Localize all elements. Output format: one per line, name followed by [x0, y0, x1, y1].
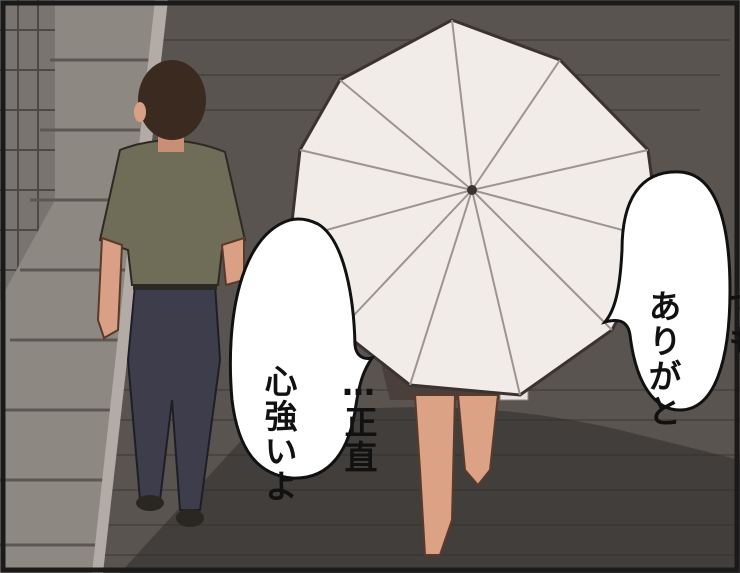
speech-line-left-1: …正直	[339, 364, 378, 475]
man-shirt	[98, 139, 247, 286]
man-shoe-left	[136, 495, 164, 511]
speech-bubble-right	[600, 170, 732, 412]
speech-line-left-2: 心強いよ	[259, 364, 298, 504]
speech-text-right: でも ありがと	[642, 207, 740, 429]
woman-leg-left	[413, 394, 457, 556]
speech-bubble-left	[228, 217, 376, 480]
woman-leg-right	[456, 394, 500, 487]
umbrella	[288, 18, 662, 397]
speech-text-left: …正直 心強いよ	[258, 282, 418, 504]
man-walking	[96, 60, 247, 527]
man-pants	[126, 284, 222, 511]
man-arm-left	[96, 236, 124, 340]
man-head	[138, 60, 206, 140]
umbrella-tip	[467, 185, 477, 195]
umbrella-canopy	[288, 18, 662, 397]
man-shoe-right	[176, 509, 204, 527]
speech-line-right-1: でも	[723, 289, 740, 359]
man-ear	[134, 102, 146, 122]
speech-line-right-2: ありがと	[643, 289, 682, 429]
sidewalk	[0, 0, 160, 573]
